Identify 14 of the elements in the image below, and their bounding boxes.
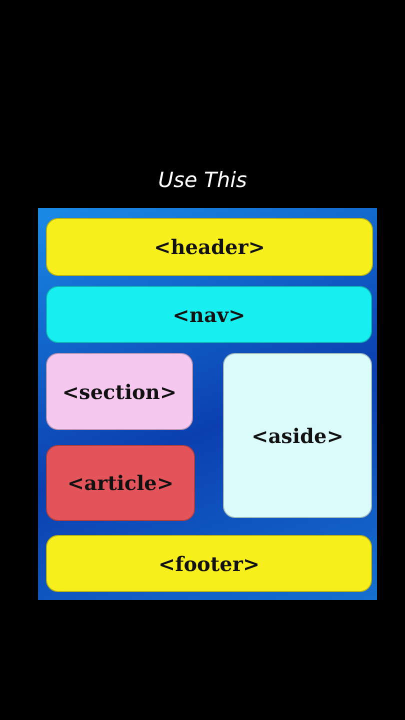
title: Use This [157,168,248,192]
section-box [46,353,193,430]
page-layout-box [38,208,377,600]
aside-box [223,353,372,518]
nav-box [46,286,372,343]
tag-label: <aside> [251,424,344,448]
footer-box [46,535,372,592]
header-box [46,218,373,276]
tag-label: <section> [62,380,177,404]
tag-label: <header> [154,235,265,259]
article-box [46,445,195,521]
tag-label: <footer> [158,552,260,576]
tag-label: <nav> [172,302,246,326]
tag-label: <article> [67,471,174,495]
